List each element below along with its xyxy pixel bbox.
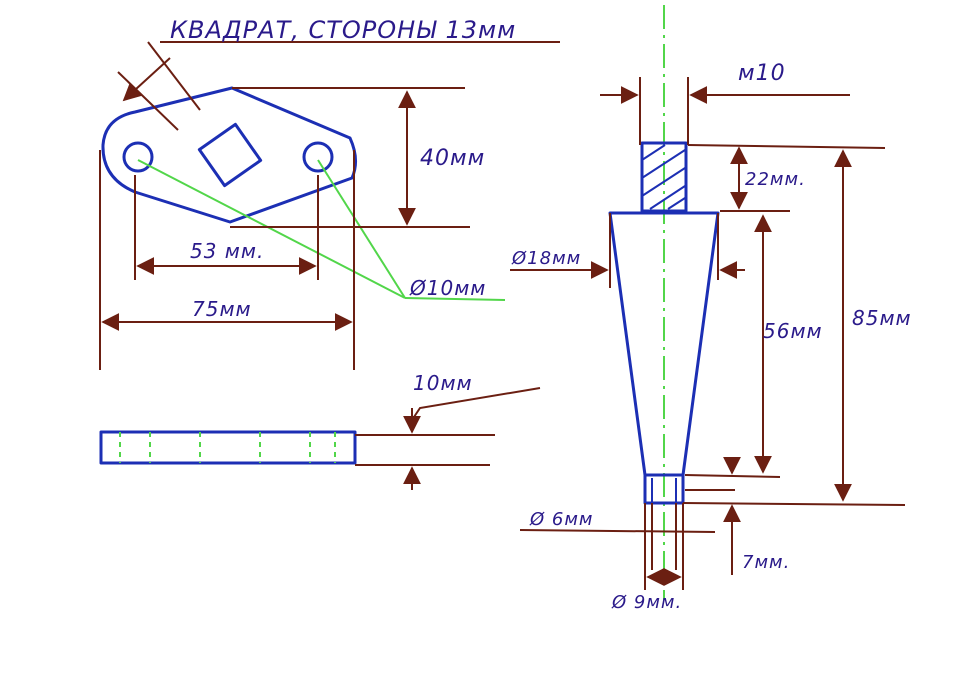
plate-top-view [101, 86, 506, 301]
dim-75mm [99, 150, 355, 370]
label-22mm: 22мм. [745, 169, 806, 190]
dim-40mm [230, 87, 470, 228]
label-thread: м10 [738, 61, 786, 86]
dim-22mm [687, 144, 886, 212]
label-d9: Ø 9мм. [611, 592, 682, 613]
label-56mm: 56мм [763, 319, 823, 343]
label-85mm: 85мм [852, 306, 912, 330]
dim-56mm [684, 214, 781, 478]
label-d18: Ø18мм [511, 248, 581, 269]
dim-53mm [134, 175, 319, 280]
pin-side-view [608, 5, 720, 600]
dim-d9 [644, 503, 684, 590]
dim-m10 [600, 77, 850, 145]
label-d6: Ø 6мм [529, 509, 594, 530]
label-7mm: 7мм. [742, 552, 790, 573]
plate-side-view [99, 430, 357, 465]
label-53mm: 53 мм. [190, 239, 264, 263]
label-thickness: 10мм [413, 371, 473, 395]
label-40mm: 40мм [420, 146, 485, 171]
dim-d18 [510, 213, 745, 288]
dim-7mm [685, 456, 741, 575]
square-dimension [117, 41, 560, 131]
label-75mm: 75мм [192, 297, 252, 321]
label-hole-diameter: Ø10мм [409, 276, 486, 300]
label-square-side: КВАДРАТ, СТОРОНЫ 13мм [170, 16, 516, 44]
dim-10mm-thickness [355, 387, 541, 490]
dim-85mm [682, 149, 906, 506]
